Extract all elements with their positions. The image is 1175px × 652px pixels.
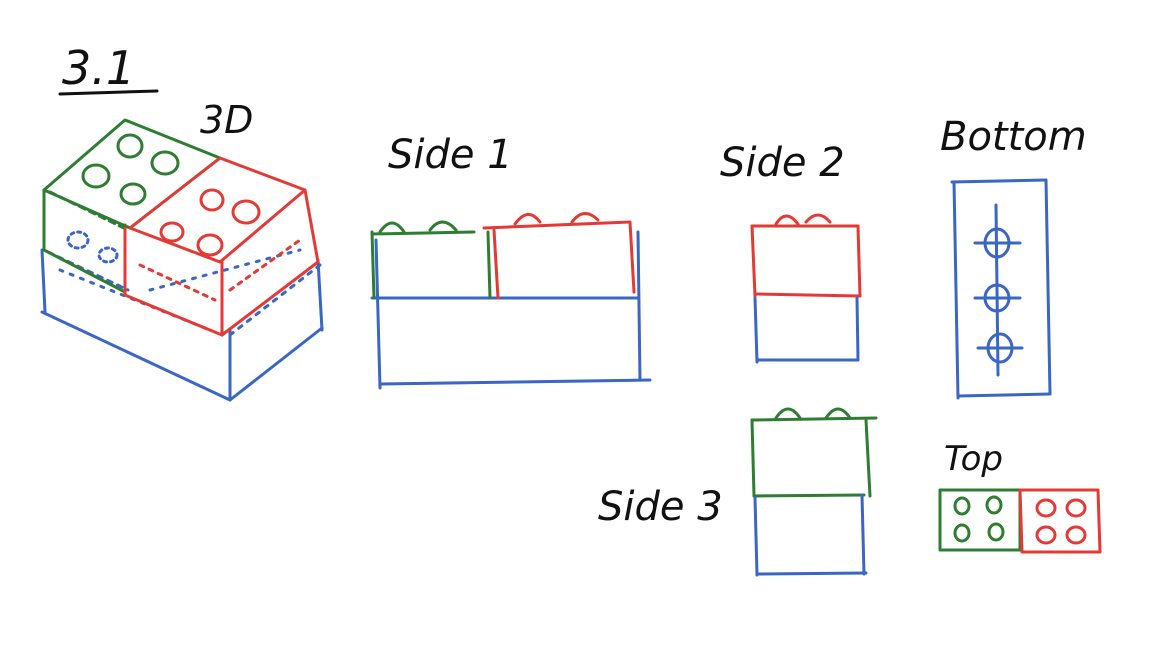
top-drawing bbox=[938, 488, 1102, 554]
top-green-block bbox=[938, 488, 1022, 552]
top-red-block bbox=[1018, 488, 1102, 554]
bottom-drawing bbox=[950, 178, 1052, 400]
blue-base-3d bbox=[40, 248, 324, 402]
side-2-red-block bbox=[750, 213, 862, 298]
brick-3d-drawing bbox=[40, 118, 324, 402]
section-underline bbox=[58, 89, 159, 96]
label-bottom: Bottom bbox=[940, 114, 1087, 160]
side-2-drawing bbox=[750, 213, 862, 364]
side-3-drawing bbox=[750, 407, 878, 577]
section-number: 3.1 bbox=[62, 41, 135, 95]
label-3d: 3D bbox=[200, 98, 253, 142]
label-top: Top bbox=[944, 439, 1003, 479]
side-1-blue-base bbox=[370, 230, 652, 390]
side-1-drawing bbox=[370, 212, 652, 390]
red-block-3d bbox=[123, 156, 320, 337]
label-side-1: Side 1 bbox=[388, 132, 513, 178]
label-side-2: Side 2 bbox=[720, 140, 845, 186]
side-3-green-block bbox=[750, 407, 878, 498]
side-1-red-block bbox=[482, 212, 636, 300]
side-3-blue-base bbox=[753, 493, 868, 577]
side-2-blue-base bbox=[753, 296, 860, 364]
green-block-3d bbox=[42, 118, 222, 294]
side-1-green-block bbox=[370, 220, 492, 300]
label-side-3: Side 3 bbox=[598, 484, 723, 530]
